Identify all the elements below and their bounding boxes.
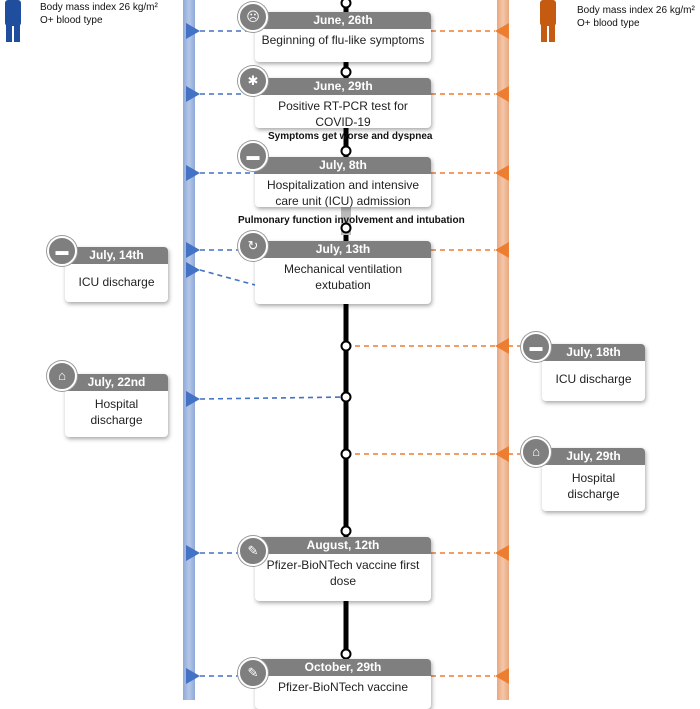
house-icon: ⌂ xyxy=(47,361,77,391)
event-date: August, 12th xyxy=(255,537,431,554)
timeline-node xyxy=(340,66,352,78)
blue-arrowhead xyxy=(186,165,200,181)
event-date: July, 22nd xyxy=(65,374,168,391)
right-event-card-july-29: July, 29th Hospital discharge xyxy=(542,448,645,511)
blue-arrowhead xyxy=(186,23,200,39)
right-patient-bmi: Body mass index 26 kg/m² xyxy=(577,5,695,16)
timeline-node xyxy=(340,222,352,234)
event-text: Pfizer-BioNTech vaccine first dose xyxy=(266,558,420,588)
orange-arrowhead xyxy=(495,545,509,561)
event-card-october-29: October, 29th Pfizer-BioNTech vaccine xyxy=(255,659,431,709)
event-text: Pfizer-BioNTech vaccine xyxy=(277,680,409,694)
blue-arrowhead xyxy=(186,668,200,684)
blue-arrowhead xyxy=(186,242,200,258)
virus-test-icon: ✱ xyxy=(238,66,268,96)
event-date: July, 8th xyxy=(255,157,431,174)
timeline-node xyxy=(340,0,352,9)
event-text: Hospital discharge xyxy=(90,397,143,427)
event-card-august-12: August, 12th Pfizer-BioNTech vaccine fir… xyxy=(255,537,431,601)
right-event-card-july-18: July, 18th ICU discharge xyxy=(542,344,645,401)
orange-arrowhead xyxy=(495,23,509,39)
left-patient-blood-type: O+ blood type xyxy=(40,15,103,26)
note-pulmonary-involvement: Pulmonary function involvement and intub… xyxy=(238,215,465,226)
left-event-card-july-14: July, 14th ICU discharge xyxy=(65,247,168,302)
left-patient-bmi: Body mass index 26 kg/m² xyxy=(40,2,158,13)
event-text: Beginning of flu-like symptoms xyxy=(261,33,425,47)
blue-connector xyxy=(199,396,347,400)
event-text: Hospitalization and intensive care unit … xyxy=(266,178,420,207)
blue-arrowhead xyxy=(186,86,200,102)
blue-arrowhead xyxy=(186,545,200,561)
event-date: October, 29th xyxy=(255,659,431,676)
event-text: Positive RT-PCR test for COVID-19 xyxy=(278,99,408,128)
event-card-july-8: July, 8th Hospitalization and intensive … xyxy=(255,157,431,207)
timeline-node xyxy=(340,145,352,157)
blue-arrowhead xyxy=(186,391,200,407)
orange-arrowhead xyxy=(495,165,509,181)
sick-person-icon: ☹ xyxy=(238,2,268,32)
blue-connector xyxy=(199,269,256,286)
left-event-card-july-22: July, 22nd Hospital discharge xyxy=(65,374,168,437)
event-date: July, 13th xyxy=(255,241,431,258)
event-date: June, 26th xyxy=(255,12,431,29)
event-date: June, 29th xyxy=(255,78,431,95)
vaccine-icon: ✎ xyxy=(238,658,268,688)
hospital-bed-icon: ▬ xyxy=(238,141,268,171)
event-text: Hospital discharge xyxy=(567,471,620,501)
event-text: ICU discharge xyxy=(78,275,155,289)
left-patient-figure xyxy=(2,0,24,42)
orange-arrowhead xyxy=(495,242,509,258)
timeline-node xyxy=(340,391,352,403)
hospital-bed-icon: ▬ xyxy=(521,332,551,362)
orange-arrowhead xyxy=(495,668,509,684)
timeline-node xyxy=(340,340,352,352)
event-date: July, 29th xyxy=(542,448,645,465)
event-date: July, 18th xyxy=(542,344,645,361)
hospital-bed-icon: ▬ xyxy=(47,236,77,266)
event-text: Mechanical ventilation extubation xyxy=(283,262,403,292)
event-date: July, 14th xyxy=(65,247,168,264)
event-card-july-13: July, 13th Mechanical ventilation extuba… xyxy=(255,241,431,304)
event-text: ICU discharge xyxy=(555,372,632,386)
vaccine-icon: ✎ xyxy=(238,536,268,566)
timeline-node xyxy=(340,648,352,660)
right-patient-figure xyxy=(537,0,559,42)
timeline-node xyxy=(340,448,352,460)
house-icon: ⌂ xyxy=(521,437,551,467)
blue-arrowhead xyxy=(186,262,200,278)
orange-arrowhead xyxy=(495,446,509,462)
orange-arrowhead xyxy=(495,338,509,354)
ventilation-icon: ↻ xyxy=(238,231,268,261)
orange-arrowhead xyxy=(495,86,509,102)
timeline-node xyxy=(340,525,352,537)
right-patient-blood-type: O+ blood type xyxy=(577,18,640,29)
left-patient-timeline-bar xyxy=(183,0,195,700)
note-symptoms-worse: Symptoms get worse and dyspnea xyxy=(268,131,433,142)
event-card-june-26: June, 26th Beginning of flu-like symptom… xyxy=(255,12,431,62)
event-card-june-29: June, 29th Positive RT-PCR test for COVI… xyxy=(255,78,431,128)
